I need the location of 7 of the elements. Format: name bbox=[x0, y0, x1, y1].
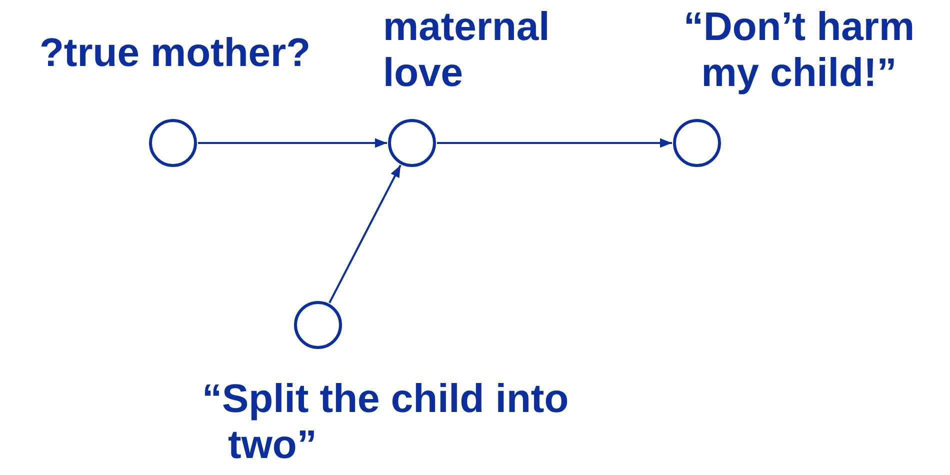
arrow bbox=[328, 164, 402, 304]
node-label: ?true mother? bbox=[38, 30, 312, 76]
arrow bbox=[198, 138, 387, 148]
node-label: “Don’t harm my child!” bbox=[682, 4, 916, 96]
node-label: maternal love bbox=[383, 4, 551, 96]
arrow bbox=[437, 138, 672, 148]
node-label: “Split the child into two” bbox=[202, 376, 570, 468]
